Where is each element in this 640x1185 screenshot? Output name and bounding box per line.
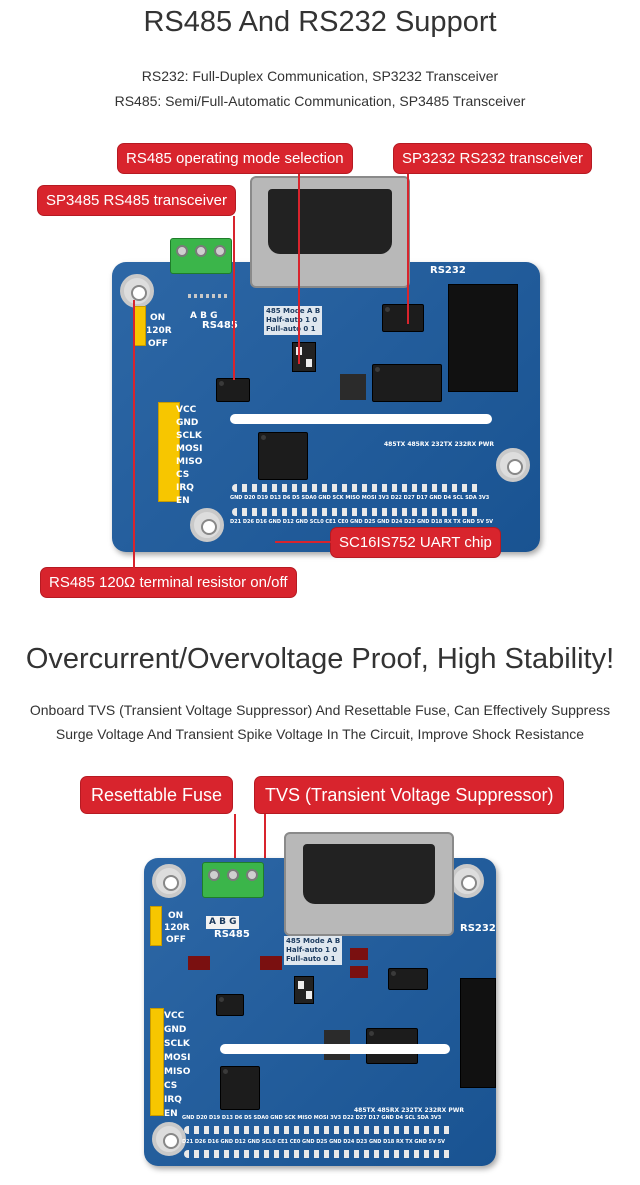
gpio-label-gnd: GND — [176, 418, 199, 428]
gpio-pin-row — [184, 1150, 454, 1158]
gpio-label-mosi: MOSI — [164, 1053, 191, 1063]
callout-terminal-resistor: RS485 120Ω terminal resistor on/off — [40, 567, 297, 598]
mounting-hole — [152, 864, 186, 898]
gpio-label-cs: CS — [164, 1081, 178, 1091]
abg-label: A B G — [206, 916, 240, 929]
jumper-on-label: ON — [150, 313, 166, 323]
sp3485-chip — [216, 994, 244, 1016]
section2-title: Overcurrent/Overvoltage Proof, High Stab… — [25, 643, 615, 675]
jumper-120r-label: 120R — [164, 923, 190, 933]
mounting-hole — [450, 864, 484, 898]
gpio-label-vcc: VCC — [164, 1011, 185, 1021]
gpio-label-irq: IRQ — [176, 483, 194, 493]
abg-label: A B G — [190, 311, 218, 321]
terminal-resistor-jumper — [134, 306, 146, 346]
mounting-hole — [152, 1122, 186, 1156]
rs232-label: RS232 — [430, 265, 466, 276]
sc16is752-chip — [258, 432, 308, 480]
callout-mode-selection: RS485 operating mode selection — [117, 143, 353, 174]
section1-line1: RS232: Full-Duplex Communication, SP3232… — [141, 68, 499, 84]
rs485-label: RS485 — [214, 929, 250, 940]
gpio-label-sclk: SCLK — [164, 1039, 190, 1049]
tvs-diode — [260, 956, 282, 970]
status-led-labels: 485TX 485RX 232TX 232RX PWR — [354, 1107, 465, 1114]
section2-line2: Surge Voltage And Transient Spike Voltag… — [55, 726, 585, 742]
jumper-on-label: ON — [168, 911, 184, 921]
sp3485-chip — [216, 378, 250, 402]
gpio-label-gnd: GND — [164, 1025, 187, 1035]
rs485-header-pins — [188, 294, 228, 298]
regulator — [340, 374, 366, 400]
secondary-chip — [372, 364, 442, 402]
gpio-pin-row — [232, 484, 482, 492]
gpio-label-miso: MISO — [164, 1067, 191, 1077]
pin-labels-bottom: D21 D26 D16 GND D12 GND SCL0 CE1 CE0 GND… — [230, 519, 494, 525]
board-slot — [220, 1044, 450, 1054]
jumper-off-label: OFF — [166, 935, 186, 945]
mode-dip-switch — [294, 976, 314, 1004]
rs232-label: RS232 — [460, 923, 496, 934]
callout-sp3232: SP3232 RS232 transceiver — [393, 143, 592, 174]
spi-gpio-header — [158, 402, 180, 502]
gpio-label-mosi: MOSI — [176, 444, 203, 454]
side-header — [448, 284, 518, 392]
leader-line — [233, 216, 235, 380]
gpio-label-cs: CS — [176, 470, 190, 480]
resettable-fuse — [188, 956, 210, 970]
gpio-label-en: EN — [164, 1109, 178, 1119]
gpio-label-vcc: VCC — [176, 405, 197, 415]
tvs-diode-232 — [350, 966, 368, 978]
gpio-label-sclk: SCLK — [176, 431, 202, 441]
mode-table: 485 Mode A B Half-auto 1 0 Full-auto 0 1 — [264, 306, 323, 335]
callout-sp3485: SP3485 RS485 transceiver — [37, 185, 236, 216]
sp3232-chip — [382, 304, 424, 332]
mounting-hole — [496, 448, 530, 482]
spi-gpio-header — [150, 1008, 164, 1116]
sc16is752-chip — [220, 1066, 260, 1110]
leader-line — [298, 174, 300, 364]
rs485-label: RS485 — [202, 320, 238, 331]
gpio-label-miso: MISO — [176, 457, 203, 467]
board-slot — [230, 414, 492, 424]
pin-labels-top: GND D20 D19 D13 D6 D5 SDA0 GND SCK MISO … — [230, 495, 490, 501]
terminal-resistor-jumper — [150, 906, 162, 946]
gpio-label-en: EN — [176, 496, 190, 506]
mode-dip-switch — [292, 342, 316, 372]
db9-connector — [250, 176, 410, 288]
tvs-diode-232 — [350, 948, 368, 960]
mounting-hole — [120, 274, 154, 308]
leader-line — [407, 174, 409, 324]
rs485-terminal-block — [170, 238, 232, 274]
jumper-120r-label: 120R — [146, 326, 172, 336]
mode-table: 485 Mode A B Half-auto 1 0 Full-auto 0 1 — [284, 936, 343, 965]
callout-uart-chip: SC16IS752 UART chip — [330, 527, 501, 558]
jumper-off-label: OFF — [148, 339, 168, 349]
section1-title: RS485 And RS232 Support — [143, 6, 497, 38]
gpio-label-irq: IRQ — [164, 1095, 182, 1105]
status-led-labels: 485TX 485RX 232TX 232RX PWR — [384, 441, 495, 448]
gpio-pin-row — [232, 508, 482, 516]
rs485-terminal-block — [202, 862, 264, 898]
section2-line1: Onboard TVS (Transient Voltage Suppresso… — [29, 702, 611, 718]
pin-labels-bottom: D21 D26 D16 GND D12 GND SCL0 CE1 CE0 GND… — [182, 1139, 446, 1145]
pin-labels-top: GND D20 D19 D13 D6 D5 SDA0 GND SCK MISO … — [182, 1115, 442, 1121]
side-header — [460, 978, 496, 1088]
leader-line — [133, 300, 135, 568]
section1-line2: RS485: Semi/Full-Automatic Communication… — [114, 93, 526, 109]
leader-line — [275, 541, 331, 543]
sp3232-chip — [388, 968, 428, 990]
callout-resettable-fuse: Resettable Fuse — [80, 776, 234, 814]
gpio-pin-row — [184, 1126, 454, 1134]
callout-tvs: TVS (Transient Voltage Suppressor) — [254, 776, 565, 814]
mounting-hole — [190, 508, 224, 542]
db9-connector — [284, 832, 454, 936]
